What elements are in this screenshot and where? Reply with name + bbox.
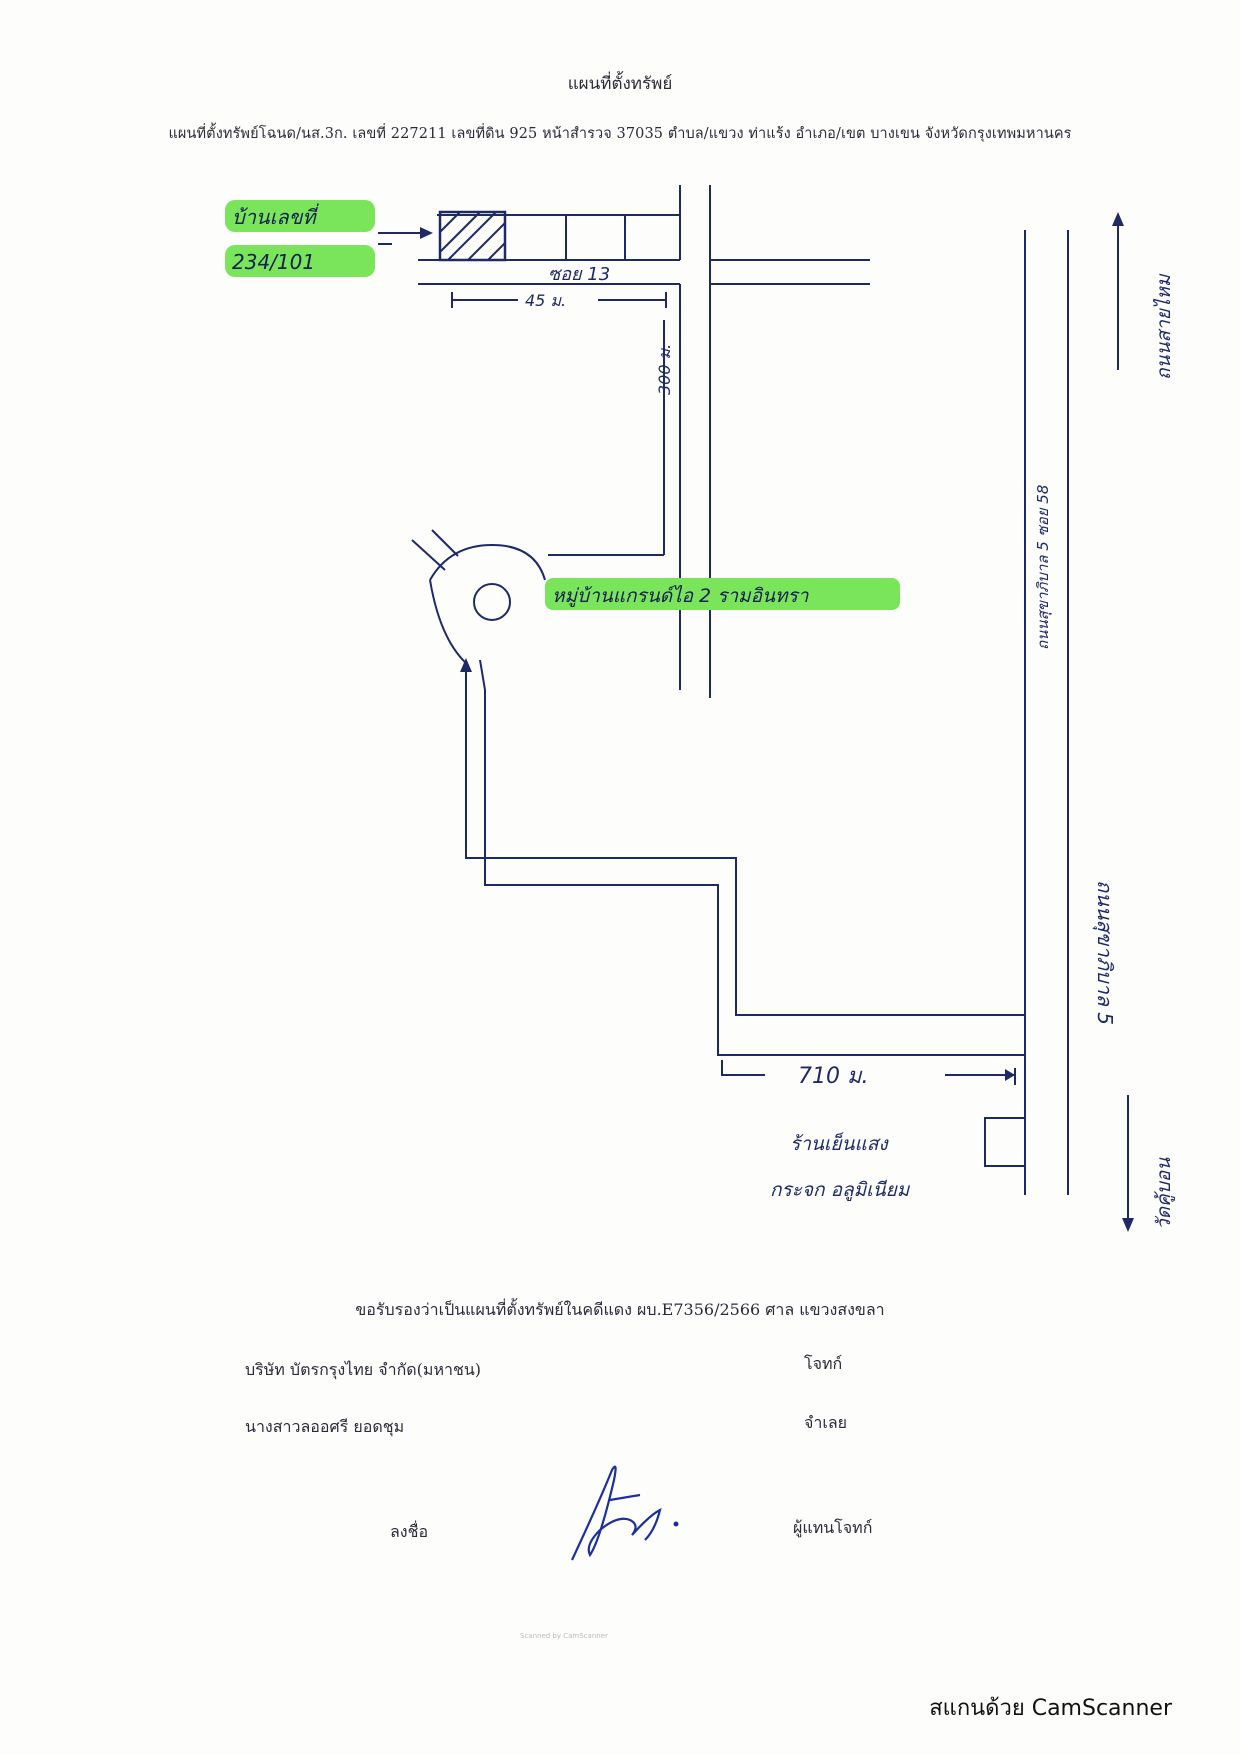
highlight-marks xyxy=(225,200,900,610)
main-road-label: ถนนสุขาภิบาล 5 xyxy=(1092,880,1117,1025)
camscanner-brand: สแกนด้วย CamScanner xyxy=(929,1696,1172,1721)
certification-statement: ขอรับรองว่าเป็นแผนที่ตั้งทรัพย์ในคดีแดง … xyxy=(355,1300,885,1319)
side-road-label: ถนนสุขาภิบาล 5 ซอย 58 xyxy=(1034,485,1052,650)
soi-label: ซอย 13 xyxy=(548,264,610,285)
shop-building xyxy=(984,1117,1026,1167)
distance-45m: 45 ม. xyxy=(525,291,566,310)
watermark: Scanned by CamScanner xyxy=(520,1632,608,1640)
main-road xyxy=(1024,230,1069,1195)
signature-role: ผู้แทนโจทก์ xyxy=(793,1518,873,1537)
house-lots xyxy=(437,185,681,260)
dimension-710m xyxy=(721,1060,1016,1085)
roundabout xyxy=(411,529,546,666)
soi-13-road xyxy=(418,259,870,285)
distance-300m: 300 ม. xyxy=(655,344,674,395)
target-house xyxy=(438,210,507,262)
distance-710m: 710 ม. xyxy=(798,1064,868,1089)
defendant-role: จำเลย xyxy=(804,1413,848,1432)
shop-name-line1: ร้านเย็นแสง xyxy=(790,1132,889,1155)
dimension-300m xyxy=(548,320,665,556)
direction-north-label: ถนนสายไหม xyxy=(1152,273,1175,380)
house-number-value: 234/101 xyxy=(232,250,315,274)
property-details: แผนที่ตั้งทรัพย์โฉนด/นส.3ก. เลขที่ 22721… xyxy=(168,126,1072,142)
village-main-road xyxy=(679,185,711,698)
plaintiff-role: โจทก์ xyxy=(804,1354,843,1373)
house-number-label: บ้านเลขที่ xyxy=(232,203,320,229)
village-label: หมู่บ้านแกรนด์ไอ 2 รามอินทรา xyxy=(552,584,810,607)
access-road xyxy=(465,659,1025,1056)
direction-south-label: วัดคู้บอน xyxy=(1153,1157,1175,1230)
direction-arrows xyxy=(1117,220,1129,1225)
defendant-name: นางสาวลออศรี ยอดชุม xyxy=(245,1417,405,1436)
dimension-45m xyxy=(451,292,667,308)
signature-label: ลงชื่อ xyxy=(390,1522,429,1541)
shop-name-line2: กระจก อลูมิเนียม xyxy=(770,1179,911,1201)
signature xyxy=(571,1465,662,1561)
plaintiff-name: บริษัท บัตรกรุงไทย จำกัด(มหาชน) xyxy=(245,1360,482,1379)
map-title: แผนที่ตั้งทรัพย์ xyxy=(567,74,673,94)
